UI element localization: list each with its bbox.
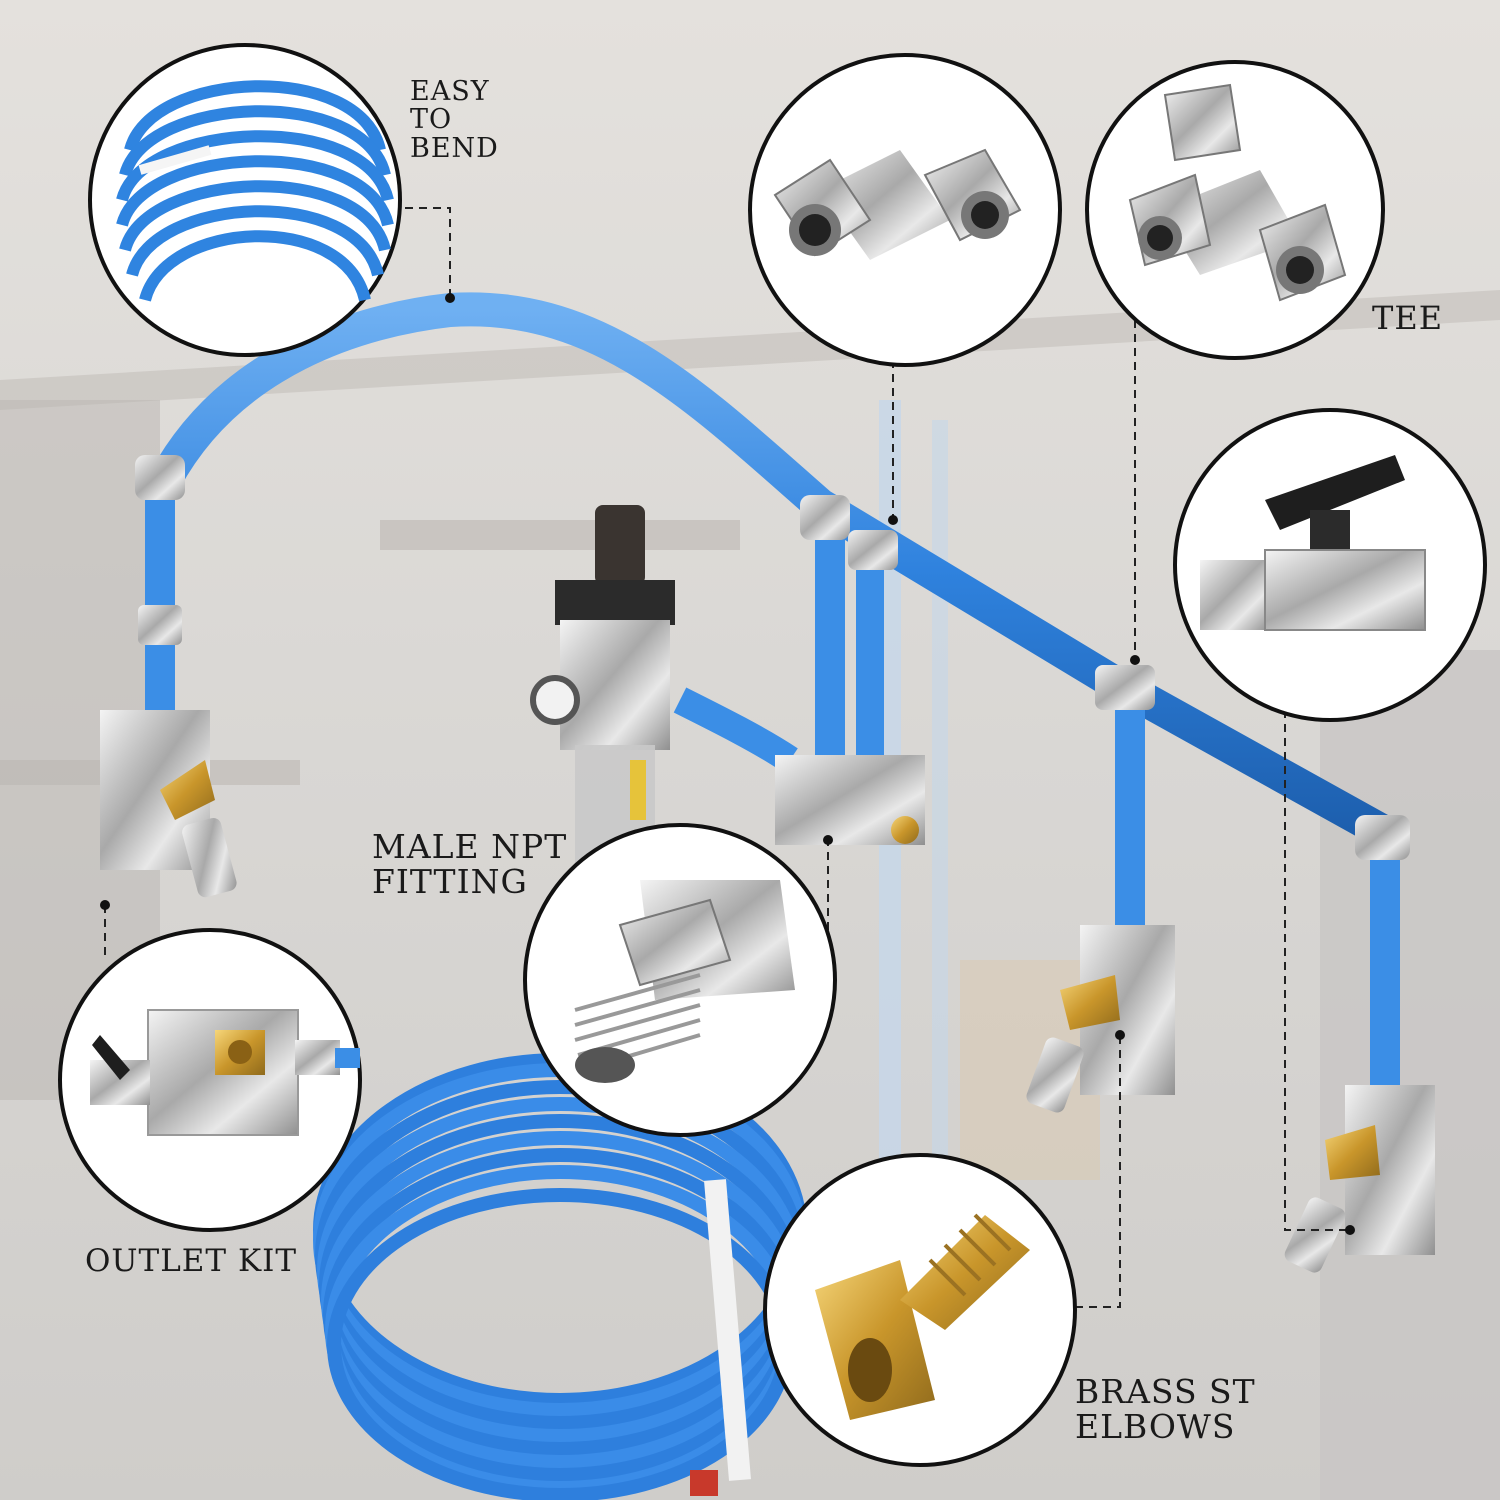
regulator-knob	[595, 505, 645, 585]
leader-dots	[100, 293, 1355, 1235]
label-outlet-kit: OUTLET KIT	[85, 1245, 297, 1278]
regulator-body	[560, 620, 670, 750]
inset-ball-valve	[1173, 408, 1487, 722]
label-male-npt-line-1: MALE NPT	[372, 827, 568, 866]
main-tubing	[148, 292, 1397, 847]
coil-tie-strap	[704, 1179, 751, 1481]
inset-tee	[1085, 60, 1385, 360]
label-tee: TEE	[1372, 299, 1444, 337]
tee-fitting-right	[1095, 665, 1155, 710]
elbow-fitting-left	[135, 455, 185, 500]
valve-handle-right-2	[1325, 1125, 1380, 1180]
tubing-regulator-link	[673, 687, 798, 772]
brass-plug-middle	[891, 816, 919, 844]
pressure-gauge	[530, 675, 580, 725]
filter-sight	[630, 760, 646, 820]
label-male-npt-line-2: FITTING	[372, 861, 528, 901]
label-brass-line-1: BRASS ST	[1075, 1372, 1256, 1411]
label-brass-line-2: ELBOWS	[1075, 1406, 1236, 1446]
elbow-fitting-mid	[800, 495, 850, 540]
label-brass-st-elbows: BRASS ST ELBOWS	[1075, 1372, 1256, 1446]
label-easy-line-1: EASY	[410, 76, 490, 107]
label-tee-text: TEE	[1372, 299, 1444, 337]
label-outlet-kit-text: OUTLET KIT	[85, 1243, 298, 1279]
regulator-top	[555, 580, 675, 625]
quick-coupler-right-2	[1284, 1197, 1346, 1273]
label-easy-line-3: BEND	[410, 132, 499, 164]
label-male-npt-fitting: MALE NPT FITTING	[372, 827, 568, 901]
quick-coupler-left	[182, 817, 237, 898]
valve-handle-right-1	[1060, 975, 1120, 1030]
pegboard	[1320, 650, 1500, 1500]
valve-handle-left	[160, 760, 215, 820]
inset-easy-to-bend	[88, 43, 402, 357]
inset-union-elbow	[748, 53, 1062, 367]
quick-coupler-right-1	[1026, 1037, 1084, 1113]
tee-fitting-mid	[848, 530, 898, 570]
ceiling-beam	[0, 290, 1500, 410]
elbow-fitting-right	[1355, 815, 1410, 860]
union-fitting-left	[138, 605, 182, 645]
inset-outlet-kit	[58, 928, 362, 1232]
label-easy-to-bend: EASY TO BEND	[410, 76, 499, 164]
inset-brass-st-elbow	[763, 1153, 1077, 1467]
coil-red-end	[690, 1470, 718, 1496]
inset-male-npt-fitting	[523, 823, 837, 1137]
shelf	[380, 520, 740, 550]
label-easy-line-2: TO	[410, 104, 453, 136]
leader-lines	[104, 207, 1350, 1308]
